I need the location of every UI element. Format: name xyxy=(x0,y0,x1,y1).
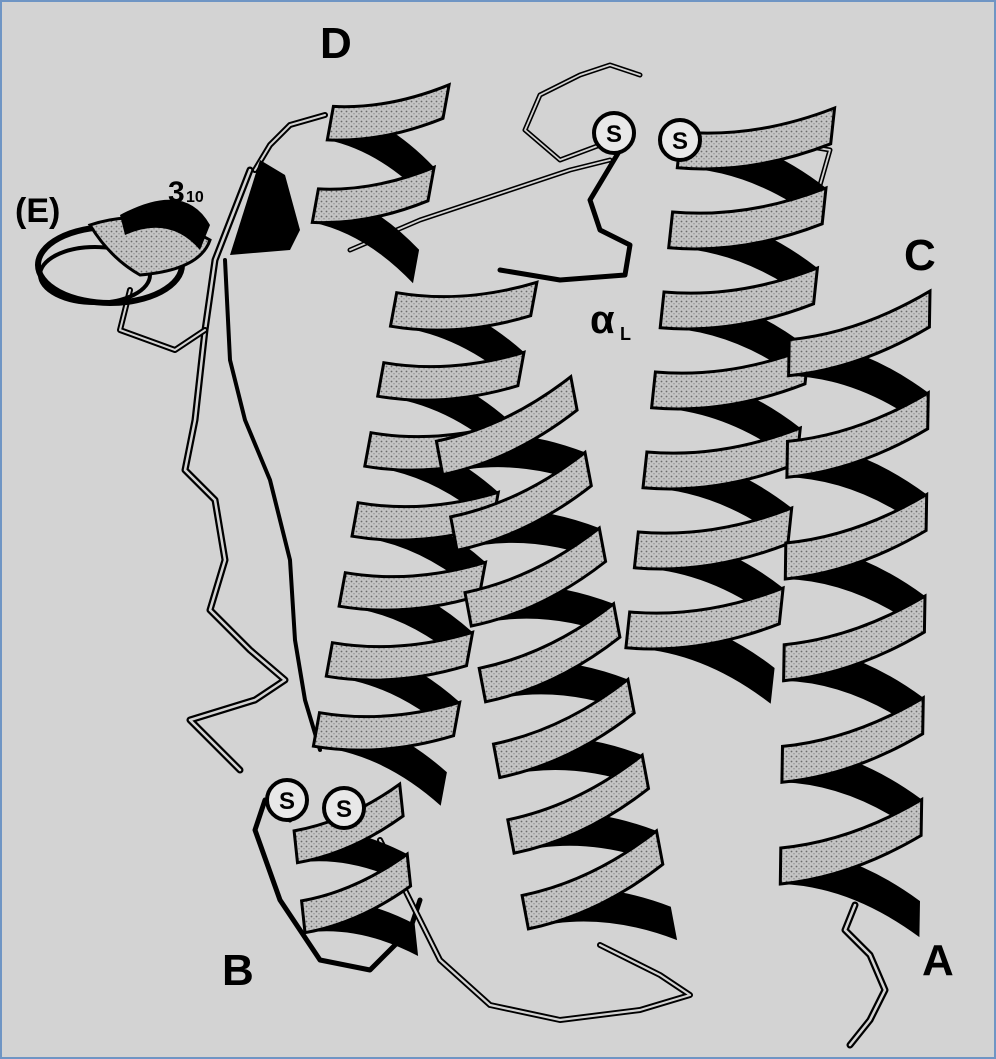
label-alpha-l-subscript: L xyxy=(620,324,631,344)
disulfide-label-bottom-right: S xyxy=(336,796,352,823)
label-helix-d: D xyxy=(320,19,352,68)
label-three-ten: 3 xyxy=(168,176,185,209)
label-helix-c: C xyxy=(904,231,936,280)
label-helix-e: (E) xyxy=(15,192,60,230)
disulfide-label-top-left: S xyxy=(606,121,622,148)
label-alpha-l: α xyxy=(590,298,615,342)
label-three-ten-subscript: 10 xyxy=(186,189,204,206)
label-helix-a: A xyxy=(922,936,954,985)
disulfide-label-top-right: S xyxy=(672,128,688,155)
disulfide-label-bottom-left: S xyxy=(279,788,295,815)
label-helix-b: B xyxy=(222,946,254,995)
